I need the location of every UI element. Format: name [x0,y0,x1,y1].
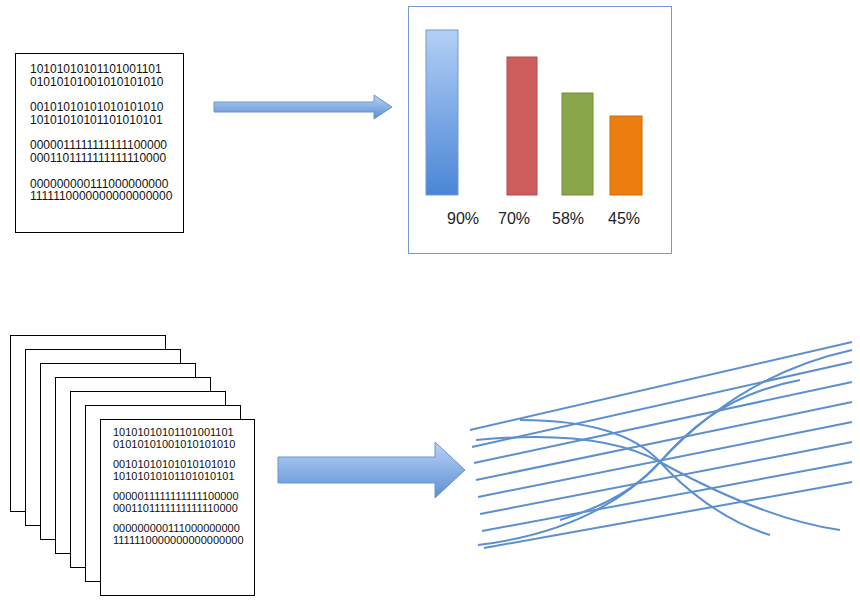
bar [610,116,642,195]
percent-label: 45% [608,210,640,228]
bar [426,30,458,195]
binary-lines: 000000000111000000000 111111000000000000… [30,178,172,203]
binary-lines: 0000011111111111100000 00011011111111111… [30,139,167,164]
binary-lines: 10101010101101001101 0101010100101010101… [30,63,163,88]
line [478,422,852,497]
binary-lines: 0000011111111111100000 00011011111111111… [113,491,239,514]
binary-lines: 00101010101010101010 1010101010110101010… [113,459,235,482]
line [474,382,852,463]
bar [562,93,593,195]
curve [560,380,800,520]
bar-chart-panel: 90% 70% 58% 45% [408,6,672,254]
binary-lines: 10101010101101001101 0101010100101010101… [113,427,235,450]
curve [476,437,840,530]
binary-document: 10101010101101001101 0101010100101010101… [100,419,255,596]
percent-label: 70% [498,210,530,228]
line [470,342,852,430]
binary-lines: 00101010101010101010 1010101010110101010… [30,101,163,126]
binary-lines: 000000000111000000000 111111000000000000… [113,523,244,546]
percent-label: 58% [552,210,584,228]
curve [478,350,852,545]
line [480,442,852,514]
line [476,402,852,480]
block-arrow [214,95,392,119]
percent-label: 90% [447,210,479,228]
line [484,482,852,548]
block-arrow [278,442,465,498]
line-fit-figure [470,342,852,548]
binary-document: 10101010101101001101 0101010100101010101… [15,53,184,233]
bar [507,57,537,195]
